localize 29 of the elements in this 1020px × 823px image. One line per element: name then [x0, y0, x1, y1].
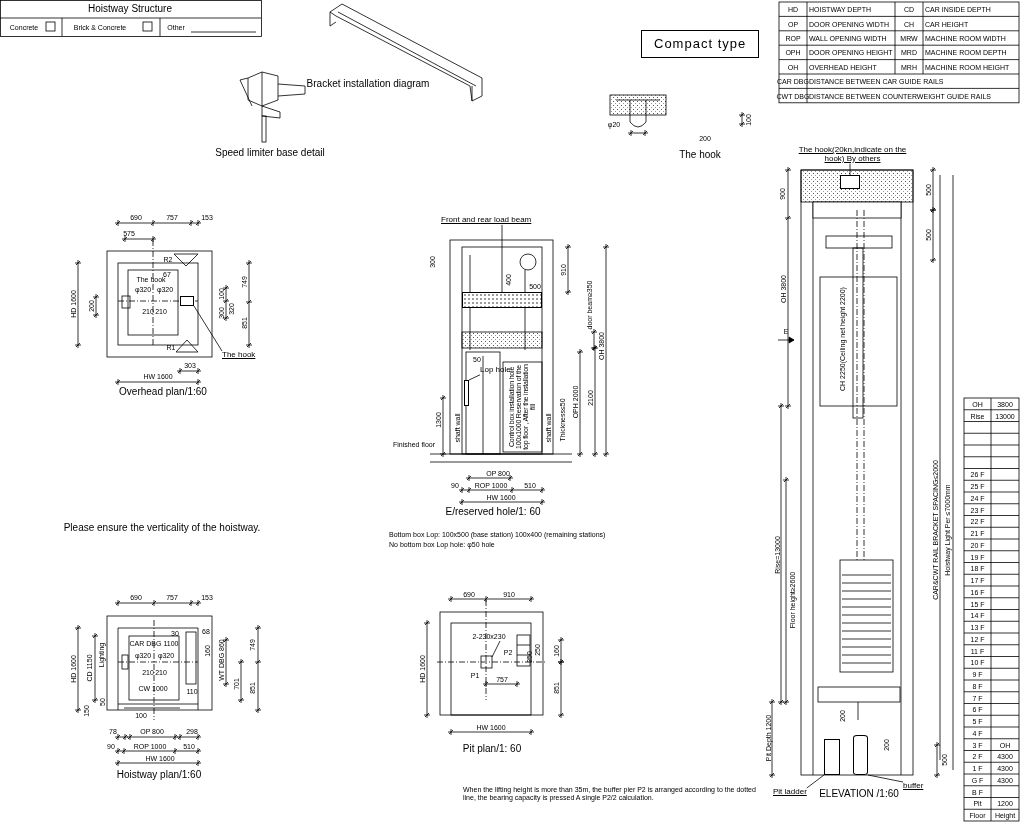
- table-heading: Hoistway Structure: [88, 4, 172, 14]
- buffer: [853, 735, 868, 775]
- leader-line: [193, 305, 223, 352]
- leader-label: Lop hole: [480, 366, 511, 375]
- leader-label: Pit ladder: [773, 788, 807, 797]
- load-beam: [462, 292, 542, 308]
- drawing-caption: Pit plan/1: 60: [462, 744, 522, 754]
- leader-label: The hook: [222, 351, 256, 360]
- drawing-caption: Speed limiter base detail: [215, 148, 325, 158]
- drawing-caption: Bracket installation diagram: [306, 79, 430, 89]
- leader-line: [468, 374, 481, 381]
- drawing-caption: The hook: [679, 150, 721, 160]
- leader-label: The hook(20kn,indicate on the hook) By others: [790, 146, 915, 164]
- drawing-caption: ELEVATION /1:60: [819, 789, 899, 799]
- drawing-caption: E/reserved hole/1: 60: [445, 507, 541, 517]
- hook-mount: [180, 296, 194, 306]
- leader-line: [501, 224, 503, 293]
- lop-hole: [464, 380, 469, 406]
- drawing-caption: Overhead plan/1:60: [119, 387, 207, 397]
- hook-block: [840, 175, 860, 189]
- leader-line: [867, 774, 904, 783]
- leader-line: [806, 774, 825, 789]
- leader-line: [849, 163, 851, 176]
- leader-label: Front and rear load beam: [441, 216, 532, 225]
- pit-ladder: [824, 739, 840, 775]
- drawing-caption: Hoistway plan/1:60: [116, 770, 202, 780]
- note-text: Please ensure the verticality of the hoistway.: [63, 523, 261, 533]
- type-label-box: Compact type: [641, 30, 760, 59]
- leader-label: buffer: [903, 782, 924, 791]
